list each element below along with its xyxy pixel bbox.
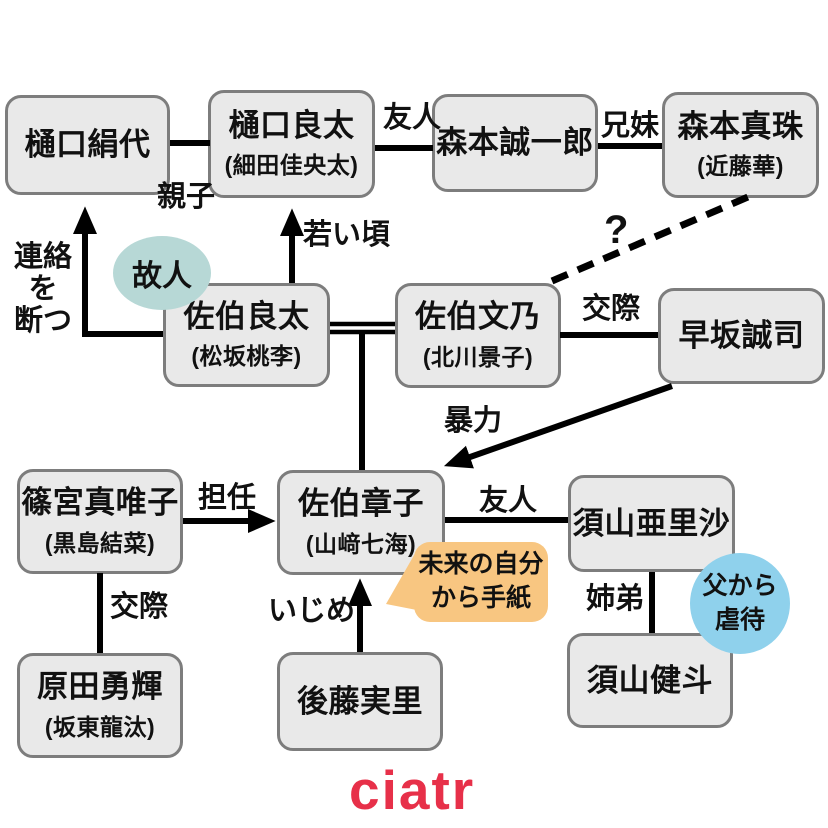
edge-label-kosai-fumino: 交際 xyxy=(582,293,641,325)
node-goto-minori: 後藤実里 xyxy=(277,652,443,751)
edge-question-dashed-line xyxy=(550,193,750,285)
abuse-badge-line1: 父から xyxy=(702,571,778,600)
edge-label-ijime: いじめ xyxy=(268,595,356,627)
edge-label-kyotei: 姉弟 xyxy=(586,583,645,615)
actor-name: (細田佳央太) xyxy=(224,152,359,179)
character-name: 佐伯良太 xyxy=(183,298,310,334)
node-morimoto-seiichiro: 森本誠一郎 xyxy=(432,94,598,192)
node-hayasaka-seiji: 早坂誠司 xyxy=(658,288,825,384)
character-name: 樋口良太 xyxy=(228,107,355,143)
abuse-badge-line2: 虐待 xyxy=(714,605,765,634)
edge-label-renraku-line1: 連絡を xyxy=(13,241,72,305)
character-name: 須山健斗 xyxy=(587,662,713,698)
actor-name: (松坂桃李) xyxy=(191,343,302,370)
edge-label-yujin-top: 友人 xyxy=(383,102,442,134)
actor-name: (北川景子) xyxy=(422,343,534,370)
edge-label-oyako: 親子 xyxy=(157,181,216,213)
edge-label-yujin-bottom: 友人 xyxy=(479,485,538,517)
character-name: 佐伯文乃 xyxy=(415,299,541,335)
abuse-badge: 父から 虐待 xyxy=(690,553,790,654)
character-name: 樋口絹代 xyxy=(24,127,151,163)
edge-label-renraku: 連絡を 断つ xyxy=(2,241,84,338)
actor-name: (近藤華) xyxy=(697,153,784,180)
node-shinomiya-maiko: 篠宮真唯子 (黒島結菜) xyxy=(17,469,183,574)
node-higuchi-ryota: 樋口良太 (細田佳央太) xyxy=(208,90,375,198)
character-name: 佐伯章子 xyxy=(298,486,424,522)
node-higuchi-kinuyo: 樋口絹代 xyxy=(5,95,170,195)
future-letter-line2: から手紙 xyxy=(430,584,531,612)
actor-name: (黒島結菜) xyxy=(44,529,156,556)
edge-label-renraku-line2: 断つ xyxy=(13,304,72,337)
character-name: 森本真珠 xyxy=(677,108,804,144)
character-name: 後藤実里 xyxy=(297,683,423,719)
node-harada-yuki: 原田勇輝 (坂東龍汰) xyxy=(17,653,183,758)
node-suyama-kento: 須山健斗 xyxy=(567,633,733,728)
actor-name: (坂東龍汰) xyxy=(44,713,156,740)
edge-label-wakaikoro: 若い頃 xyxy=(303,219,391,251)
ciatr-logo: ciatr xyxy=(349,759,476,821)
node-saeki-ryota: 佐伯良太 (松坂桃李) xyxy=(163,283,330,387)
future-letter-bubble: 未来の自分 から手紙 xyxy=(414,542,548,622)
character-name: 森本誠一郎 xyxy=(436,125,594,161)
edge-label-kosai-shinomiya: 交際 xyxy=(110,591,169,623)
character-name: 早坂誠司 xyxy=(678,318,805,354)
edge-label-kyodai: 兄妹 xyxy=(601,110,660,142)
node-saeki-fumino: 佐伯文乃 (北川景子) xyxy=(395,283,561,388)
character-name: 須山亜里沙 xyxy=(572,505,731,541)
edge-label-tannin: 担任 xyxy=(198,482,257,514)
deceased-badge: 故人 xyxy=(113,236,211,310)
future-letter-line1: 未来の自分 xyxy=(418,550,544,579)
character-name: 篠宮真唯子 xyxy=(21,485,179,521)
node-suyama-arisa: 須山亜里沙 xyxy=(568,475,735,572)
edge-label-boryoku: 暴力 xyxy=(444,405,503,437)
edge-label-question: ? xyxy=(604,208,629,252)
actor-name: (山﨑七海) xyxy=(305,530,417,557)
node-morimoto-shinju: 森本真珠 (近藤華) xyxy=(662,92,819,198)
character-name: 原田勇輝 xyxy=(37,669,163,705)
